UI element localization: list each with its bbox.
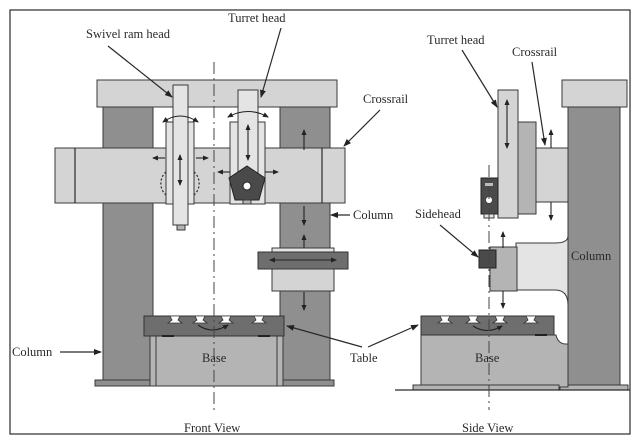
label-base-front: Base (202, 351, 227, 365)
label-turret-head-side: Turret head (427, 33, 485, 47)
side-crossrail (535, 147, 569, 203)
side-sidehead-tool (478, 249, 497, 269)
front-sidehead-saddle (271, 268, 335, 292)
side-view (395, 79, 630, 410)
side-base (420, 334, 569, 388)
front-crossrail (54, 147, 346, 204)
label-sidehead: Sidehead (415, 207, 462, 221)
side-sidehead-bracket (515, 235, 569, 306)
label-column-front-right: Column (353, 208, 394, 222)
label-turret-head-front: Turret head (228, 11, 286, 25)
label-table: Table (350, 351, 378, 365)
front-right-column (279, 104, 331, 381)
front-left-column (102, 104, 154, 381)
front-base (152, 335, 281, 387)
front-top-beam (96, 79, 338, 108)
side-column-cap (561, 79, 628, 108)
side-table (420, 315, 555, 336)
label-crossrail-front: Crossrail (363, 92, 409, 106)
caption-front-view: Front View (184, 421, 240, 435)
front-view (54, 62, 349, 410)
label-column-side: Column (571, 249, 612, 263)
side-column (567, 104, 621, 386)
front-left-column-foot (94, 379, 158, 387)
side-turret-head (497, 89, 519, 219)
label-swivel-ram-head: Swivel ram head (86, 27, 171, 41)
caption-side-view: Side View (462, 421, 513, 435)
label-crossrail-side: Crossrail (512, 45, 558, 59)
label-column-front-left: Column (12, 345, 53, 359)
label-base-side: Base (475, 351, 500, 365)
